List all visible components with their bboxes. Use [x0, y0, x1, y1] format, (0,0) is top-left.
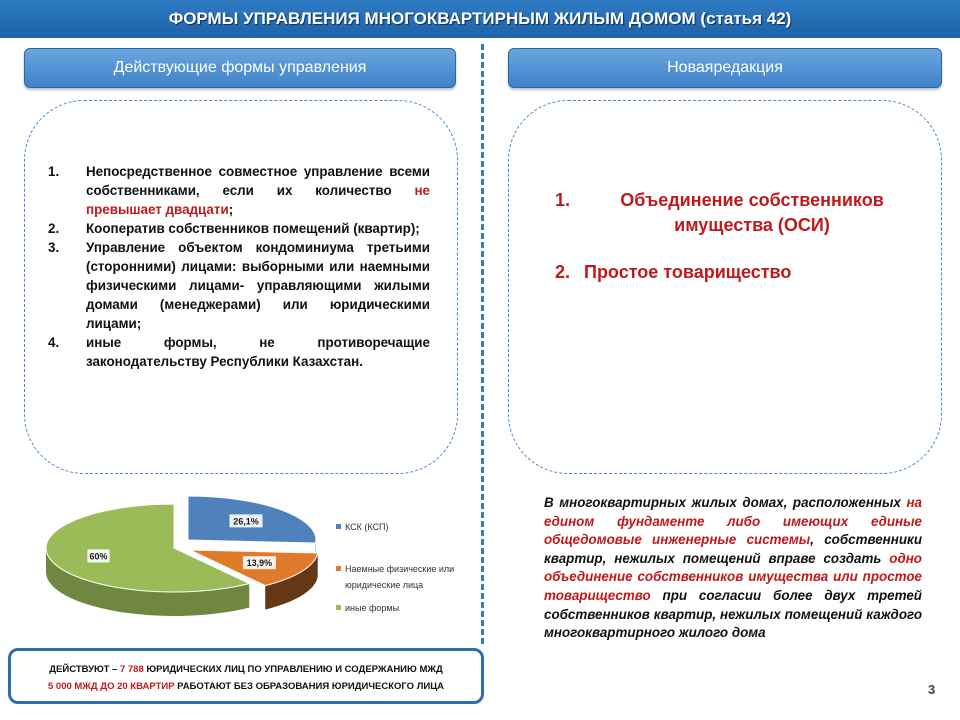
list-item: 2. Простое товарищество [554, 262, 792, 282]
pie-slice-side [46, 548, 250, 616]
svg-text:иные формы: иные формы [345, 603, 399, 613]
page-title: ФОРМЫ УПРАВЛЕНИЯ МНОГОКВАРТИРНЫМ ЖИЛЫМ Д… [0, 0, 960, 38]
conditions-note: В многоквартирных жилых домах, расположе… [544, 495, 922, 641]
list-item: 1. Объединение собственников имущества (… [554, 190, 884, 235]
legend-item: иные формы [336, 603, 399, 613]
page-number: 3 [928, 682, 936, 697]
pie-data-label: 26,1% [229, 514, 263, 528]
current-forms-box [24, 100, 458, 474]
statistics-line-2: 5 000 МЖД ДО 20 КВАРТИР РАБОТАЮТ БЕЗ ОБР… [47, 681, 444, 692]
new-edition-header: Новаяредакция [508, 48, 942, 88]
legend-item: КСК (КСП) [336, 522, 389, 532]
svg-text:юридические лица: юридические лица [345, 580, 423, 590]
list-item: 3. Управление объектом кондоминиума трет… [48, 240, 430, 331]
pie-slice-side [265, 553, 318, 610]
pie-slice [45, 503, 251, 593]
vertical-divider [481, 44, 484, 644]
current-forms-header: Действующие формы управления [24, 48, 456, 88]
list-item: 2. Кооператив собственников помещений (к… [48, 221, 420, 236]
statistics-box: ДЕЙСТВУЮТ – 7 788 ЮРИДИЧЕСКИХ ЛИЦ ПО УПР… [8, 648, 484, 704]
current-forms-list: 1. Непосредственное совместное управлени… [48, 162, 430, 371]
svg-text:60%: 60% [90, 551, 108, 561]
pie-data-label: 60% [87, 549, 110, 563]
svg-text:13,9%: 13,9% [247, 558, 273, 568]
svg-text:Наемные физические или: Наемные физические или [345, 564, 454, 574]
legend-item: Наемные физические или юридические лица [336, 564, 454, 590]
new-edition-box [508, 100, 942, 474]
statistics-line-1: ДЕЙСТВУЮТ – 7 788 ЮРИДИЧЕСКИХ ЛИЦ ПО УПР… [49, 664, 443, 675]
list-item: 4. иные формы, не противоречащие законод… [48, 335, 430, 369]
svg-text:26,1%: 26,1% [233, 516, 259, 526]
management-forms-pie-chart: 26,1% 13,9% 60% КСК (КСП) Наемные физически… [45, 495, 454, 616]
new-forms-list: 1. Объединение собственников имущества (… [540, 188, 920, 285]
list-item: 1. Непосредственное совместное управлени… [48, 164, 430, 217]
svg-text:КСК (КСП): КСК (КСП) [345, 522, 389, 532]
pie-data-label: 13,9% [242, 556, 276, 570]
